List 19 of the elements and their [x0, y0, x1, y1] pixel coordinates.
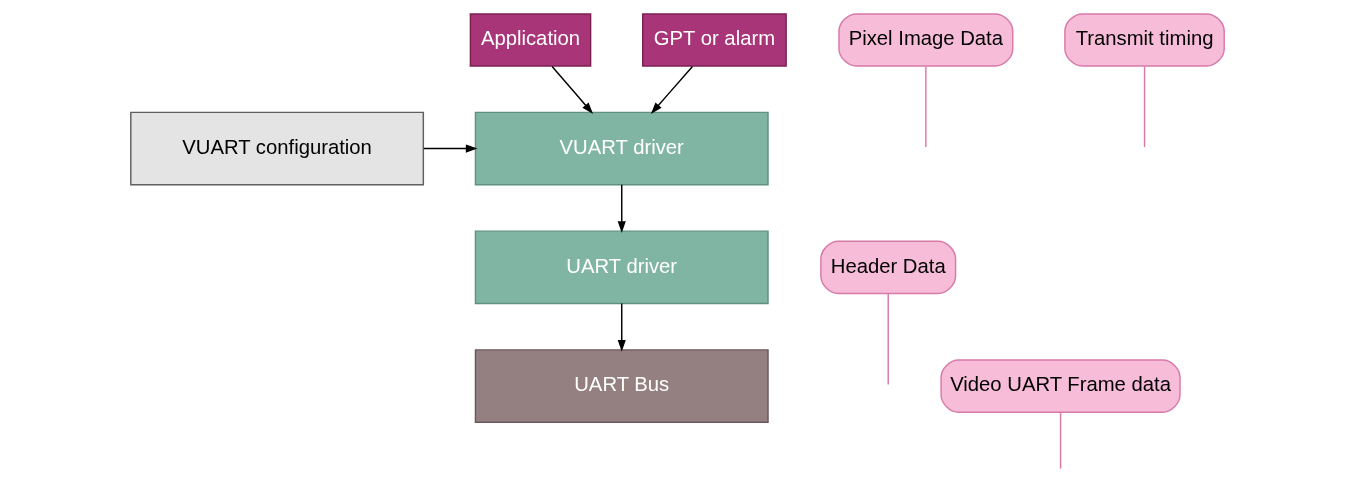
node-box: GPT or alarm — [642, 13, 787, 67]
node-box: VUART configuration — [130, 111, 425, 186]
arrow — [617, 184, 626, 233]
arrow — [617, 302, 626, 352]
connector — [1059, 411, 1062, 470]
node-box: VUART driver — [474, 111, 769, 186]
node-box: UART Bus — [474, 349, 769, 424]
node-box: Pixel Image Data — [838, 13, 1014, 67]
arrow — [551, 65, 594, 114]
node-box: Application — [469, 13, 592, 67]
node-box: Header Data — [820, 240, 957, 295]
node-box: UART driver — [474, 230, 769, 305]
node-box: Video UART Frame data — [940, 359, 1181, 413]
arrow — [650, 65, 694, 114]
node-box: Transmit timing — [1064, 13, 1225, 67]
connector — [925, 65, 927, 148]
connector — [887, 293, 889, 386]
connector — [1143, 65, 1146, 148]
arrow — [423, 144, 478, 153]
